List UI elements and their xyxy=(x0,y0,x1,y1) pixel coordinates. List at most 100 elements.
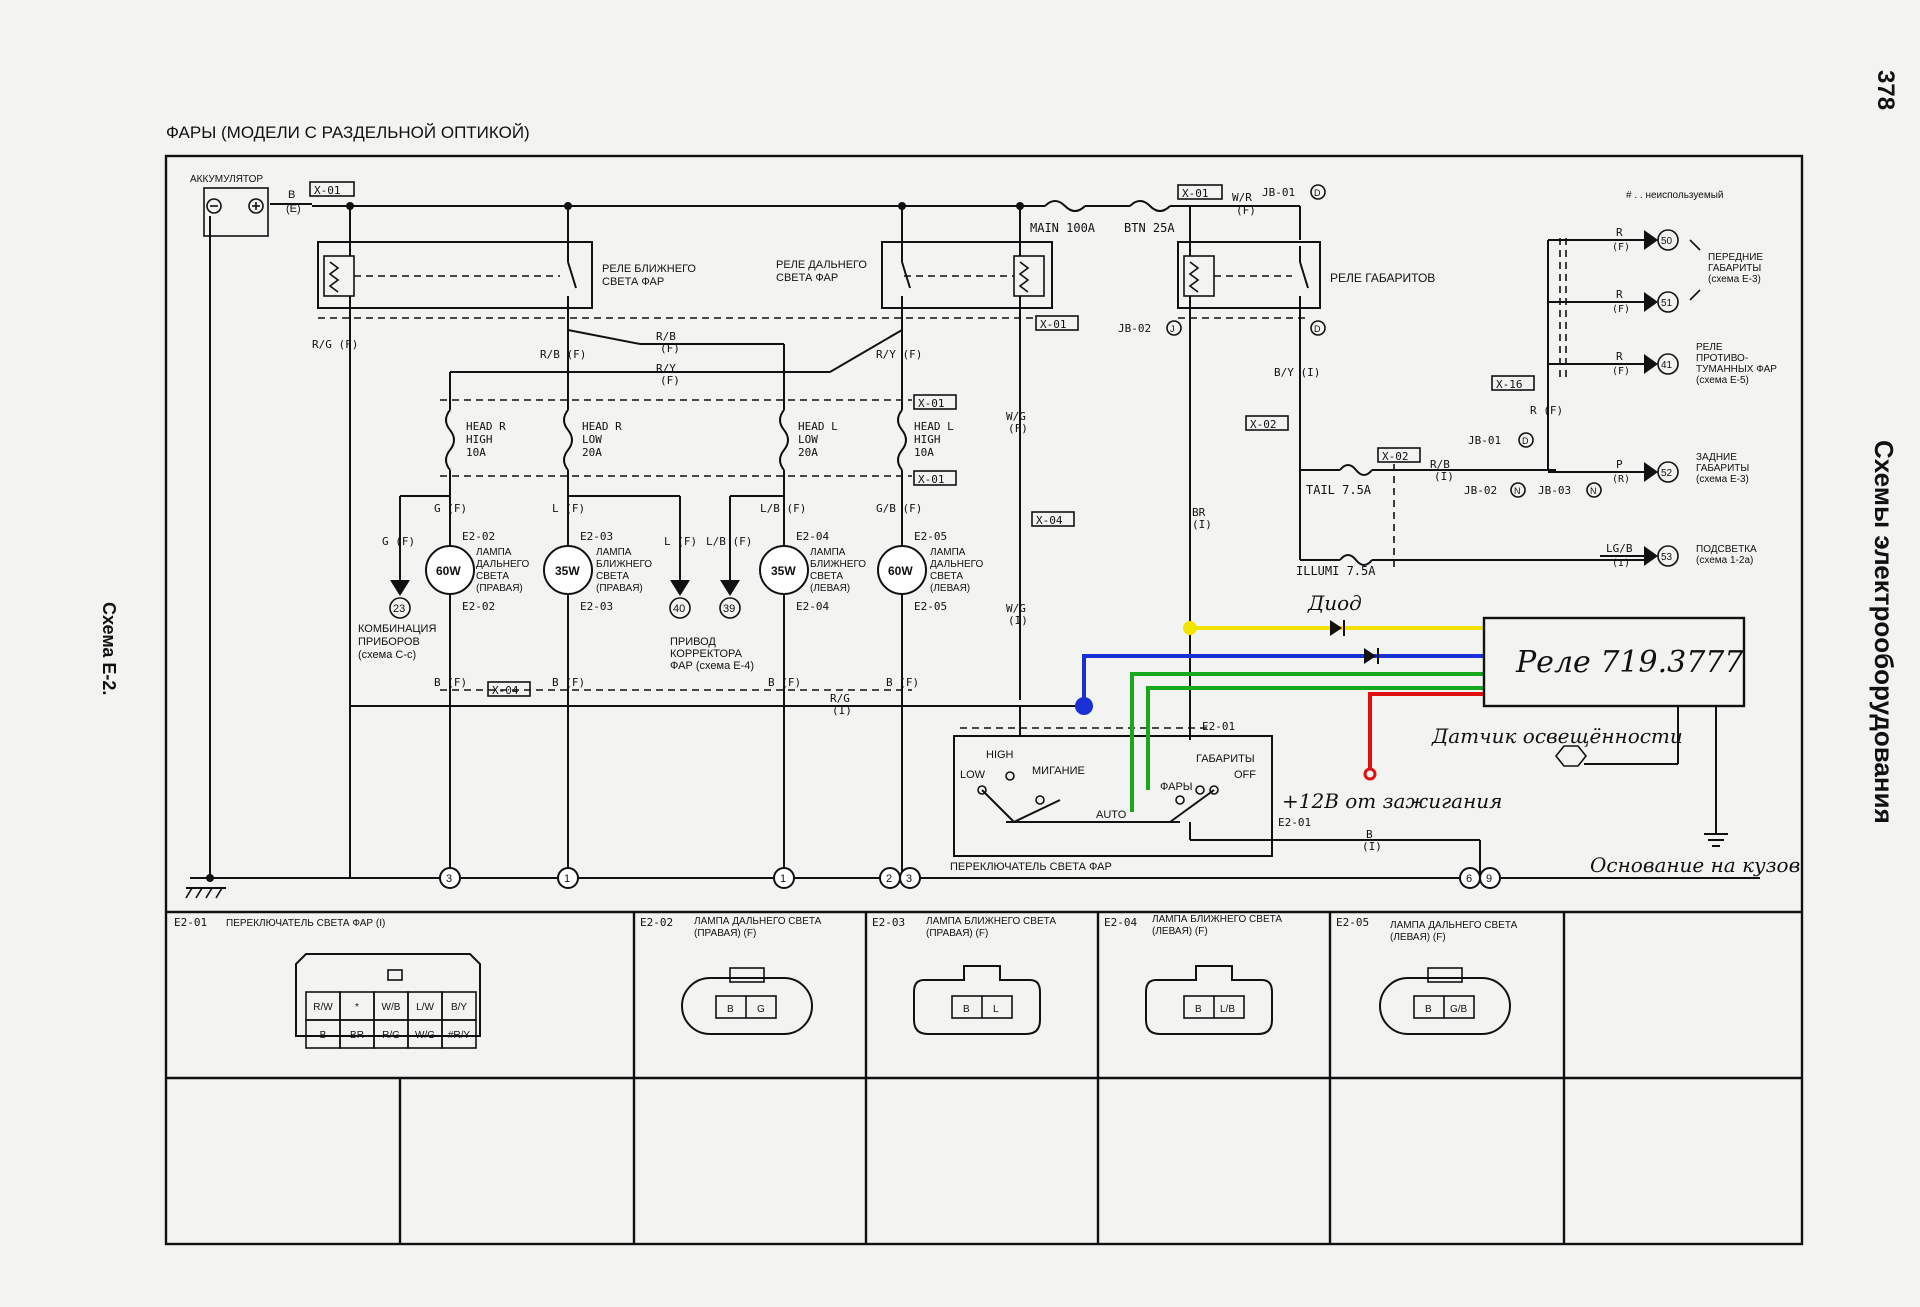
relay-high-label: РЕЛЕ ДАЛЬНЕГО xyxy=(776,259,867,271)
svg-text:L/B (F): L/B (F) xyxy=(706,535,752,548)
lamp-r-low: 35W E2-03 E2-03 ЛАМПА БЛИЖНЕГО СВЕТА (ПР… xyxy=(543,530,652,613)
svg-text:HEAD R: HEAD R xyxy=(466,420,506,433)
svg-text:ГАБАРИТЫ: ГАБАРИТЫ xyxy=(1696,463,1749,474)
svg-text:R/B: R/B xyxy=(1430,458,1450,471)
svg-text:E2-03: E2-03 xyxy=(580,600,613,613)
fuse-tail xyxy=(1339,464,1373,476)
svg-text:D: D xyxy=(1314,188,1321,198)
wire-label-b-i: B xyxy=(1366,828,1373,841)
svg-text:LOW: LOW xyxy=(798,433,818,446)
svg-text:(ЛЕВАЯ): (ЛЕВАЯ) xyxy=(930,583,970,594)
svg-text:РЕЛЕ: РЕЛЕ xyxy=(1696,342,1723,353)
switch-pin-label: R/G xyxy=(382,1030,400,1041)
svg-text:X-01: X-01 xyxy=(918,473,945,486)
svg-text:ПОДСВЕТКА: ПОДСВЕТКА xyxy=(1696,544,1757,555)
relay-719-box xyxy=(1482,616,1746,708)
svg-text:ЛАМПА БЛИЖНЕГО СВЕТА: ЛАМПА БЛИЖНЕГО СВЕТА xyxy=(926,916,1056,927)
svg-text:P: P xyxy=(1616,458,1623,471)
svg-text:(ПРАВАЯ): (ПРАВАЯ) xyxy=(476,583,523,594)
svg-text:51: 51 xyxy=(1661,298,1673,309)
connector-x04-low: X-04 xyxy=(492,684,519,697)
wire-label-r-g-i: R/G xyxy=(830,692,850,705)
svg-text:(F): (F) xyxy=(660,374,680,387)
svg-text:40: 40 xyxy=(673,603,685,615)
svg-text:ГАБАРИТЫ: ГАБАРИТЫ xyxy=(1708,263,1761,274)
svg-text:1: 1 xyxy=(780,873,786,885)
svg-text:W/G: W/G xyxy=(1006,602,1026,615)
output-53: LG/B (I) 53 ПОДСВЕТКА (схема 1-2а) xyxy=(1600,542,1757,569)
switch-pin-label: * xyxy=(355,1002,359,1013)
svg-text:ФАРЫ: ФАРЫ xyxy=(1160,781,1193,793)
svg-text:(F): (F) xyxy=(1236,204,1256,217)
svg-text:(F): (F) xyxy=(660,342,680,355)
svg-text:HIGH: HIGH xyxy=(466,433,493,446)
svg-text:35W: 35W xyxy=(555,564,580,578)
switch-pin-label: B/Y xyxy=(451,1002,467,1013)
svg-text:D: D xyxy=(1522,436,1529,446)
svg-text:60W: 60W xyxy=(436,564,461,578)
svg-text:L: L xyxy=(993,1004,999,1015)
svg-text:ЗАДНИЕ: ЗАДНИЕ xyxy=(1696,452,1737,463)
connector-x16: X-16 xyxy=(1496,378,1523,391)
svg-text:СВЕТА ФАР: СВЕТА ФАР xyxy=(602,276,664,288)
svg-text:39: 39 xyxy=(723,603,735,615)
svg-text:6: 6 xyxy=(1466,873,1472,885)
svg-text:E2-05: E2-05 xyxy=(1336,916,1369,929)
wire-label-b-e: B (E) xyxy=(286,189,301,215)
svg-text:(I): (I) xyxy=(1192,518,1212,531)
corrector-label: ПРИВОД КОРРЕКТОРА ФАР (схема Е-4) xyxy=(670,636,754,672)
svg-text:HIGH: HIGH xyxy=(914,433,941,446)
diode-label: Диод xyxy=(1307,591,1362,615)
svg-text:БЛИЖНЕГО: БЛИЖНЕГО xyxy=(596,559,652,570)
lamp-l-low: 35W E2-04 E2-04 ЛАМПА БЛИЖНЕГО СВЕТА (ЛЕ… xyxy=(759,530,866,613)
wire-label-r-b: R/B (F) xyxy=(540,348,586,361)
wire-label-r-f: R (F) xyxy=(1530,404,1563,417)
svg-text:OFF: OFF xyxy=(1234,769,1256,781)
fuse-head-r-low: HEAD R LOW 20A xyxy=(563,409,622,471)
svg-text:СВЕТА ФАР: СВЕТА ФАР xyxy=(776,272,838,284)
svg-text:E2-01: E2-01 xyxy=(174,916,207,929)
wire-label-b-y: B/Y (I) xyxy=(1274,366,1320,379)
svg-text:(I): (I) xyxy=(1362,840,1382,853)
connector-x04-mid: X-04 xyxy=(1036,514,1063,527)
svg-text:(F): (F) xyxy=(1612,366,1630,377)
arrow-23-icon xyxy=(390,580,410,596)
wire-label-w-g: W/G xyxy=(1006,410,1026,423)
svg-text:(схема Е-3): (схема Е-3) xyxy=(1696,474,1749,485)
svg-text:ПРИВОД: ПРИВОД xyxy=(670,636,716,648)
svg-text:B (F): B (F) xyxy=(552,676,585,689)
svg-text:E2-02: E2-02 xyxy=(462,530,495,543)
svg-text:50: 50 xyxy=(1661,236,1673,247)
svg-text:B: B xyxy=(288,189,295,201)
svg-text:(I): (I) xyxy=(1434,470,1454,483)
svg-text:(I): (I) xyxy=(1612,558,1630,569)
svg-text:E2-02: E2-02 xyxy=(462,600,495,613)
svg-text:(I): (I) xyxy=(832,704,852,717)
svg-text:ЛАМПА ДАЛЬНЕГО СВЕТА: ЛАМПА ДАЛЬНЕГО СВЕТА xyxy=(694,916,822,927)
svg-text:(схема Е-3): (схема Е-3) xyxy=(1708,274,1761,285)
svg-text:(ПРАВАЯ): (ПРАВАЯ) xyxy=(596,583,643,594)
svg-text:X-01: X-01 xyxy=(1040,318,1067,331)
wire-label-w-r: W/R xyxy=(1232,191,1252,204)
added-relay-circuit xyxy=(1075,620,1484,812)
svg-text:X-02: X-02 xyxy=(1250,418,1277,431)
fuse-head-l-high: HEAD L HIGH 10A xyxy=(897,409,954,471)
svg-text:E2-01: E2-01 xyxy=(1202,720,1235,733)
battery: АККУМУЛЯТОР xyxy=(190,174,269,878)
svg-text:БЛИЖНЕГО: БЛИЖНЕГО xyxy=(810,559,866,570)
diagram-frame xyxy=(164,154,1804,1246)
svg-text:ПЕРЕКЛЮЧАТЕЛЬ СВЕТА ФАР (I): ПЕРЕКЛЮЧАТЕЛЬ СВЕТА ФАР (I) xyxy=(226,918,385,929)
svg-text:1: 1 xyxy=(564,873,570,885)
svg-text:10A: 10A xyxy=(914,446,934,459)
svg-text:(схема 1-2а): (схема 1-2а) xyxy=(1696,555,1753,566)
svg-text:ЛАМПА БЛИЖНЕГО СВЕТА: ЛАМПА БЛИЖНЕГО СВЕТА xyxy=(1152,914,1282,925)
svg-text:КОМБИНАЦИЯ: КОМБИНАЦИЯ xyxy=(358,623,436,635)
svg-text:E2-02: E2-02 xyxy=(640,916,673,929)
svg-text:52: 52 xyxy=(1661,468,1673,479)
svg-text:R/B: R/B xyxy=(656,330,676,343)
wire-label-gb: G/B (F) xyxy=(876,502,922,515)
svg-text:9: 9 xyxy=(1486,873,1492,885)
lamp-l-high: 60W E2-05 E2-05 ЛАМПА ДАЛЬНЕГО СВЕТА (ЛЕ… xyxy=(877,530,984,613)
svg-text:ДАЛЬНЕГО: ДАЛЬНЕГО xyxy=(930,559,984,570)
